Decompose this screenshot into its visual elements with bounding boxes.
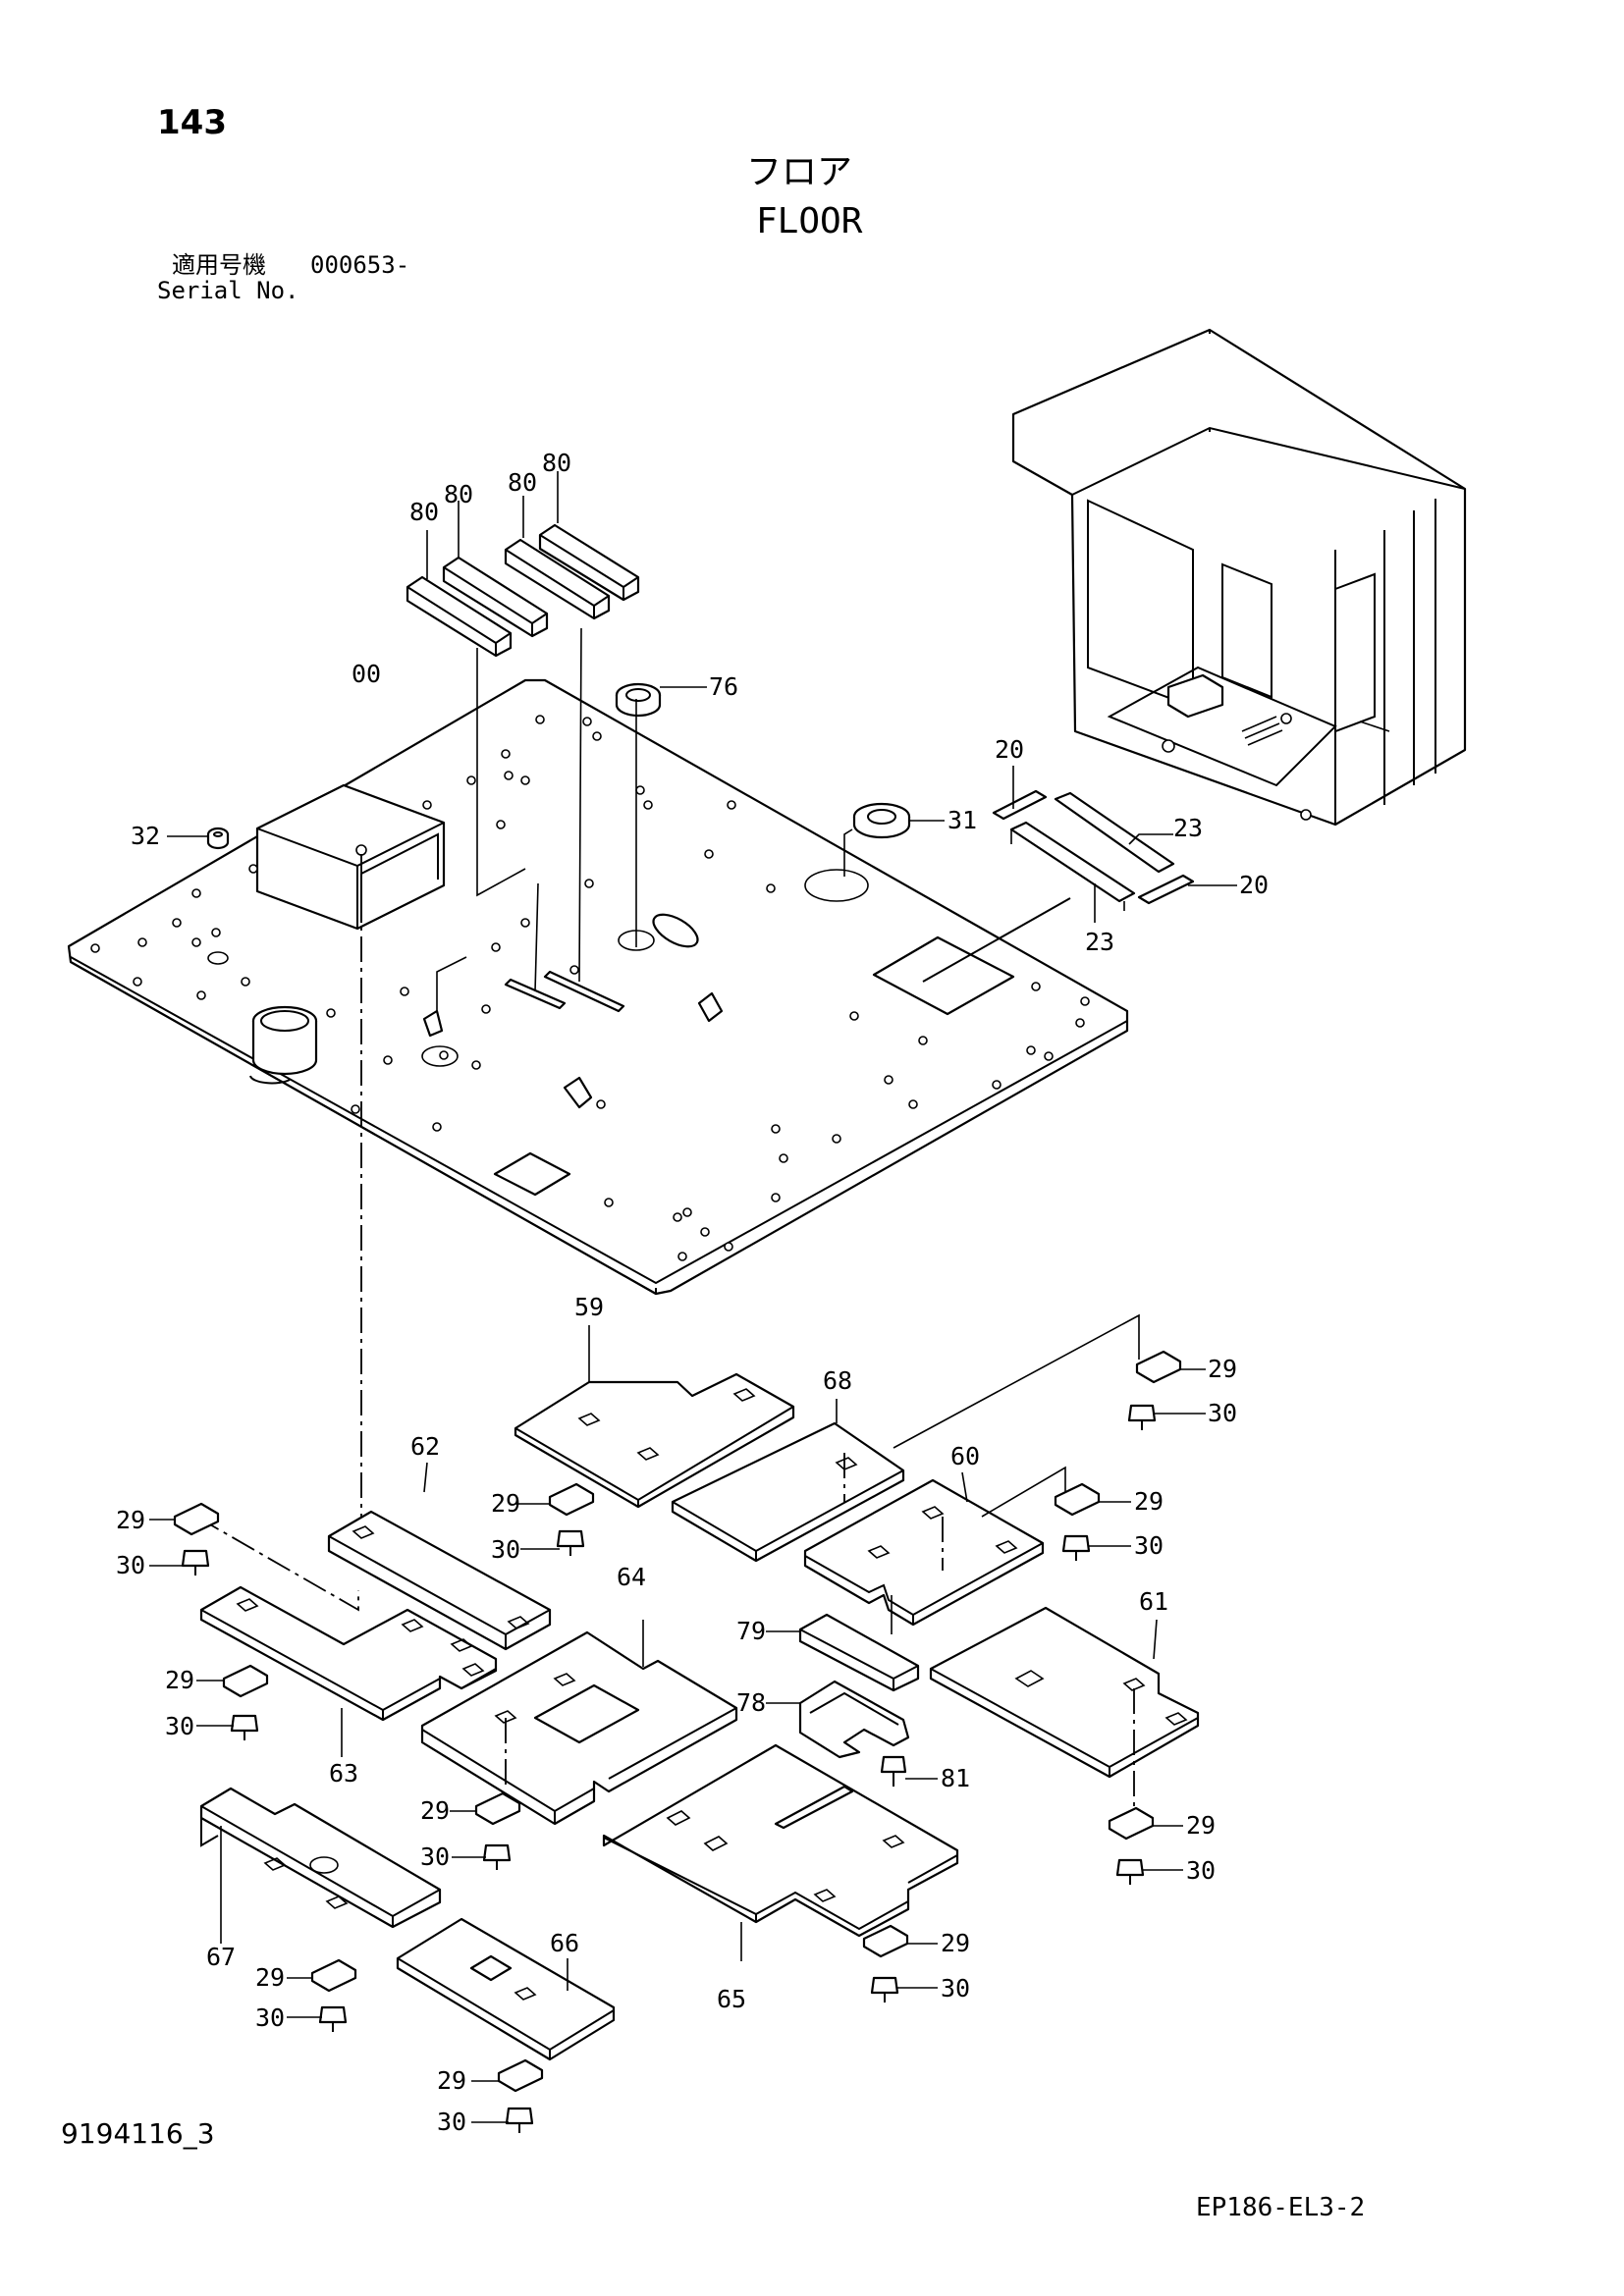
callout-80a: 80 [409,498,439,526]
callout-68: 68 [823,1366,852,1395]
callout-29d: 29 [420,1796,450,1825]
callout-67: 67 [206,1943,236,1971]
serial-label-japanese: 適用号機 [172,251,266,279]
callout-29b: 29 [165,1666,194,1694]
callout-30a: 30 [116,1551,145,1579]
callout-80c: 80 [508,468,537,497]
part-64-panel [420,1620,738,1826]
callout-66: 66 [550,1929,579,1957]
callout-30g: 30 [941,1974,970,2002]
callout-29f: 29 [437,2066,466,2095]
part-67-panel [199,1787,442,1944]
callout-00: 00 [352,660,381,688]
part-32-bushing [167,827,230,850]
callout-labels: 80 80 80 80 00 76 32 31 20 23 20 23 59 6… [116,449,1269,2136]
part-78-bracket [766,1680,910,1759]
callout-30c: 30 [491,1535,520,1564]
callout-29i: 29 [1134,1487,1164,1516]
callout-29g: 29 [941,1929,970,1957]
callout-20b: 20 [1239,871,1269,899]
callout-62: 62 [410,1432,440,1461]
part-62-panel [327,1462,552,1651]
callout-30b: 30 [165,1712,194,1740]
cab-outline [1011,328,1467,827]
callout-65: 65 [717,1985,746,2013]
part-79-block [766,1613,920,1692]
bolt-holes [90,715,1090,1261]
callout-63: 63 [329,1759,358,1788]
callout-30h: 30 [1186,1856,1216,1885]
callout-29c: 29 [491,1489,520,1518]
callout-80d: 80 [542,449,571,477]
part-59-panel [514,1325,795,1509]
callout-30j: 30 [1208,1399,1237,1427]
part-31-washer [852,802,945,839]
callout-23b: 23 [1085,928,1114,956]
callout-32: 32 [131,822,160,850]
callout-78: 78 [736,1688,766,1717]
callout-29h: 29 [1186,1811,1216,1840]
part-61-panel [929,1606,1200,1811]
part-76-grommet [615,682,707,718]
part-63-panel [195,1516,498,1757]
callout-64: 64 [617,1563,646,1591]
callout-30d: 30 [420,1842,450,1871]
document-id: 9194116_3 [61,2117,215,2150]
title-english: FLOOR [756,201,863,241]
callout-20a: 20 [995,735,1024,764]
callout-31: 31 [947,806,977,834]
callout-80b: 80 [444,480,473,508]
page-number: 143 [157,103,227,142]
part-65-panel [602,1743,959,1961]
callout-59: 59 [574,1293,604,1321]
callout-30i: 30 [1134,1531,1164,1560]
callout-30e: 30 [255,2003,285,2032]
figure-code: EP186-EL3-2 [1196,2193,1366,2222]
part-66-panel [396,1917,616,2061]
part-20-23-strips [992,766,1237,923]
floor-plate [67,678,1129,1296]
callout-29a: 29 [116,1506,145,1534]
title-japanese: フロア [746,152,853,192]
part-60-panel [803,1466,1066,1634]
callout-29e: 29 [255,1963,285,1992]
callout-60: 60 [950,1442,980,1470]
callout-23a: 23 [1173,814,1203,842]
part-68-panel [671,1313,1140,1563]
callout-81: 81 [941,1764,970,1792]
callout-29j: 29 [1208,1355,1237,1383]
serial-number-value: 000653- [310,251,410,279]
callout-30f: 30 [437,2108,466,2136]
callout-61: 61 [1139,1587,1168,1616]
serial-label-english: Serial No. [157,277,299,304]
part-80-bars [406,471,640,658]
callout-79: 79 [736,1617,766,1645]
callout-76: 76 [709,672,738,701]
